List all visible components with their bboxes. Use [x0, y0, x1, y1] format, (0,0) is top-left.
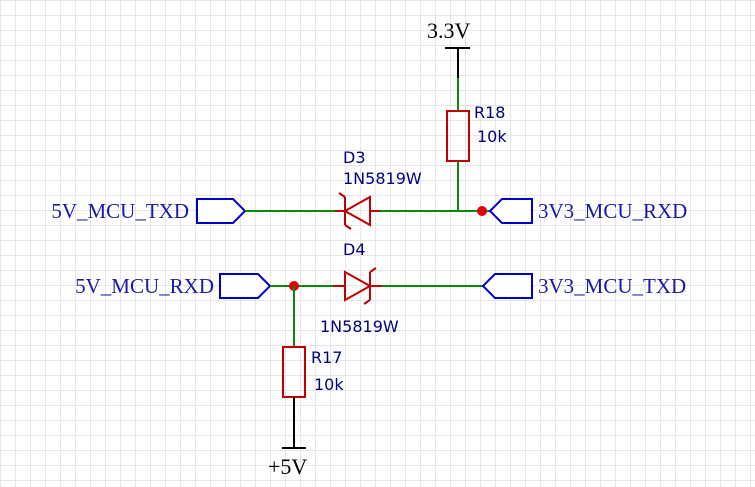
junction-rxd — [477, 206, 487, 216]
port-5v-mcu-txd[interactable] — [196, 198, 247, 224]
diode-d4-triangle — [344, 270, 373, 302]
d4-part-label: 1N5819W — [320, 317, 399, 336]
net-label-5v-mcu-txd: 5V_MCU_TXD — [51, 199, 189, 223]
net-rx-row: 5V_MCU_RXD 3V3_MCU_TXD — [75, 273, 686, 299]
port-5v-mcu-rxd[interactable] — [219, 273, 272, 299]
resistor-r18[interactable]: R18 10k — [446, 78, 507, 211]
r18-value-label: 10k — [477, 127, 507, 146]
power-label-5v: +5V — [268, 454, 307, 479]
resistor-r17-body — [282, 346, 306, 398]
port-3v3-mcu-txd[interactable] — [481, 273, 533, 299]
diode-d3[interactable]: D3 1N5819W — [335, 148, 422, 230]
d3-part-label: 1N5819W — [343, 169, 422, 188]
d3-ref-label: D3 — [343, 148, 366, 167]
diode-d3-schottky-hook-bottom — [344, 224, 352, 230]
net-label-3v3-mcu-rxd: 3V3_MCU_RXD — [538, 199, 687, 223]
diode-d3-triangle — [342, 195, 371, 227]
diode-d4-schottky-hook-top — [369, 267, 377, 273]
resistor-r18-body — [446, 110, 470, 162]
diode-d3-schottky-hook-top — [338, 192, 346, 198]
net-label-3v3-mcu-txd: 3V3_MCU_TXD — [538, 274, 686, 298]
power-label-3v3: 3.3V — [427, 18, 471, 43]
r17-value-label: 10k — [314, 375, 344, 394]
r18-ref-label: R18 — [474, 103, 505, 122]
net-label-5v-mcu-rxd: 5V_MCU_RXD — [75, 274, 214, 298]
port-3v3-mcu-rxd[interactable] — [488, 198, 533, 224]
d4-ref-label: D4 — [343, 240, 366, 259]
power-symbol-3v3[interactable]: 3.3V — [427, 18, 471, 78]
r17-ref-label: R17 — [311, 348, 342, 367]
resistor-r17[interactable]: R17 10k — [282, 286, 344, 448]
diode-d4-schottky-hook-bottom — [363, 299, 371, 305]
diode-d4[interactable]: D4 1N5819W — [320, 240, 399, 336]
net-tx-row: 5V_MCU_TXD 3V3_MCU_RXD — [51, 198, 687, 224]
power-symbol-5v[interactable]: +5V — [268, 447, 307, 479]
